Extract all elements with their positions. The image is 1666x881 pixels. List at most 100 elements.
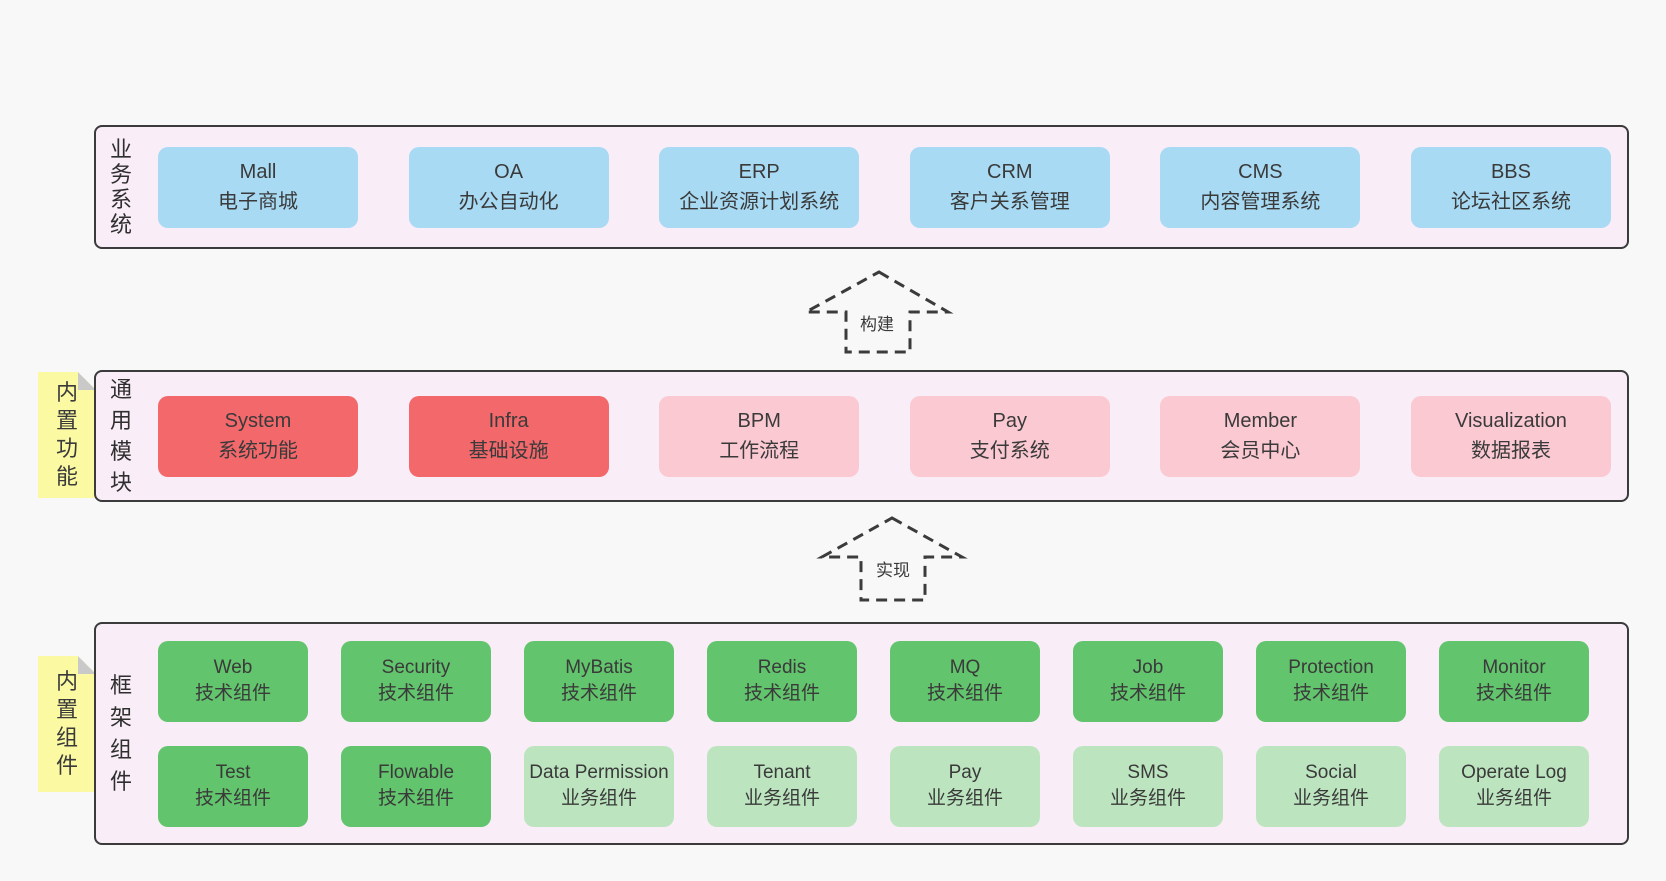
box-desc: 支付系统	[969, 440, 1050, 462]
box-name: Redis	[757, 657, 807, 678]
layer-framework-components: 框架组件 Web 技术组件 Security 技术组件 MyBatis 技术组件 Redis…	[94, 622, 1629, 845]
box-name: MyBatis	[565, 657, 633, 678]
box-desc: 业务组件	[1292, 788, 1369, 809]
box-name: Flowable	[377, 762, 455, 783]
box-name: Tenant	[753, 762, 811, 783]
box-name: CMS	[1238, 161, 1283, 183]
box-name: Monitor	[1482, 657, 1546, 678]
box-name: OA	[494, 161, 524, 183]
box-desc: 技术组件	[194, 788, 271, 809]
layer-label-text: 业务系统	[109, 137, 132, 237]
box-name: Security	[381, 657, 451, 678]
component-box: CMS 内容管理系统	[1160, 146, 1361, 228]
component-box: Web 技术组件	[158, 640, 308, 722]
box-desc: 客户关系管理	[949, 191, 1070, 213]
component-box: Infra 基础设施	[408, 395, 609, 477]
box-desc: 业务组件	[1475, 788, 1552, 809]
box-desc: 业务组件	[743, 788, 820, 809]
box-desc: 内容管理系统	[1200, 191, 1321, 213]
component-box: BBS 论坛社区系统	[1410, 146, 1611, 228]
component-box: Pay 业务组件	[890, 745, 1040, 827]
component-box: Test 技术组件	[158, 745, 308, 827]
arrow-label-implement: 实现	[873, 556, 913, 581]
box-desc: 业务组件	[560, 788, 637, 809]
component-box: Flowable 技术组件	[341, 745, 491, 827]
component-box: Protection 技术组件	[1256, 640, 1406, 722]
box-desc: 工作流程	[719, 440, 800, 462]
component-box: Mall 电子商城	[158, 146, 358, 228]
sticky-note-built-in-components: 内置组件	[38, 656, 96, 792]
arrow-outline	[805, 270, 954, 354]
box-name: CRM	[987, 161, 1033, 183]
component-box: System 系统功能	[158, 395, 358, 477]
box-name: Pay	[992, 410, 1028, 432]
box-desc: 技术组件	[1292, 683, 1369, 704]
sticky-note-built-in-features: 内置功能	[38, 372, 96, 498]
component-box: OA 办公自动化	[408, 146, 609, 228]
box-desc: 技术组件	[1109, 683, 1186, 704]
box-desc: 办公自动化	[458, 191, 559, 213]
box-name: Web	[213, 657, 253, 678]
box-name: Protection	[1288, 657, 1374, 678]
box-name: Data Permission	[529, 762, 669, 783]
box-name: Pay	[948, 762, 982, 783]
note-text: 内置组件	[55, 669, 78, 778]
component-box: Security 技术组件	[341, 640, 491, 722]
box-name: Test	[215, 762, 251, 783]
layer-label-text: 通用模块	[109, 377, 132, 495]
dashed-up-arrow-build	[805, 270, 954, 354]
box-desc: 技术组件	[926, 683, 1003, 704]
component-box: Job 技术组件	[1073, 640, 1223, 722]
box-name: MQ	[949, 657, 981, 678]
box-desc: 业务组件	[926, 788, 1003, 809]
box-desc: 技术组件	[194, 683, 271, 704]
box-desc: 数据报表	[1470, 440, 1551, 462]
box-desc: 业务组件	[1109, 788, 1186, 809]
layer-label-business: 业务系统	[96, 127, 136, 247]
component-box: Tenant 业务组件	[707, 745, 857, 827]
box-desc: 系统功能	[218, 440, 298, 462]
layer-label-text: 框架组件	[109, 672, 132, 794]
box-desc: 基础设施	[468, 440, 549, 462]
box-desc: 技术组件	[743, 683, 820, 704]
box-name: System	[224, 410, 292, 432]
box-desc: 技术组件	[560, 683, 637, 704]
box-name: SMS	[1127, 762, 1169, 783]
box-name: Infra	[488, 410, 529, 432]
layer-label-components: 框架组件	[96, 624, 136, 843]
arrow-label-build: 构建	[857, 310, 897, 335]
box-desc: 企业资源计划系统	[679, 191, 840, 213]
box-name: BBS	[1490, 161, 1531, 183]
layer-label-modules: 通用模块	[96, 372, 136, 500]
box-name: Job	[1132, 657, 1164, 678]
component-box: MQ 技术组件	[890, 640, 1040, 722]
box-name: Member	[1223, 410, 1298, 432]
box-desc: 技术组件	[377, 683, 454, 704]
box-name: Mall	[239, 161, 277, 183]
component-box: Pay 支付系统	[909, 395, 1110, 477]
component-box: Data Permission 业务组件	[524, 745, 674, 827]
box-desc: 论坛社区系统	[1450, 191, 1571, 213]
box-desc: 技术组件	[377, 788, 454, 809]
component-box: MyBatis 技术组件	[524, 640, 674, 722]
component-box: SMS 业务组件	[1073, 745, 1223, 827]
note-text: 内置功能	[55, 380, 78, 489]
box-desc: 电子商城	[218, 191, 298, 213]
